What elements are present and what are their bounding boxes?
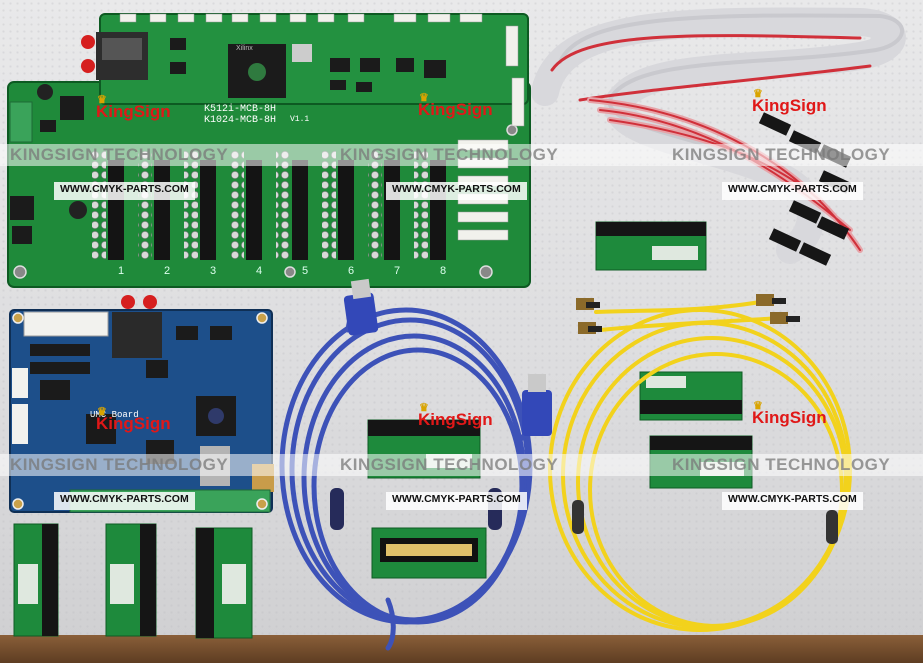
slot-number: 1 <box>118 265 125 277</box>
board-version: V1.1 <box>290 115 310 124</box>
watermark-brand: KINGSIGN TECHNOLOGY <box>340 455 559 474</box>
watermark-brand: KINGSIGN TECHNOLOGY <box>10 145 229 164</box>
watermark-url: WWW.CMYK-PARTS.COM <box>722 492 863 510</box>
watermark-url: WWW.CMYK-PARTS.COM <box>722 182 863 200</box>
kingsign-logo: ♛KingSign <box>96 94 171 121</box>
slot-number: 2 <box>164 265 171 277</box>
kingsign-logo: ♛KingSign <box>418 92 493 119</box>
slot-number: 4 <box>256 265 263 277</box>
main-green-board: Xilinx <box>7 13 531 288</box>
watermark-url: WWW.CMYK-PARTS.COM <box>386 182 527 200</box>
slot-number: 3 <box>210 265 217 277</box>
kingsign-logo: ♛KingSign <box>752 88 827 115</box>
usb-connectors <box>330 278 552 530</box>
watermark-brand: KINGSIGN TECHNOLOGY <box>672 455 891 474</box>
watermark-url: WWW.CMYK-PARTS.COM <box>54 492 195 510</box>
watermark-url: WWW.CMYK-PARTS.COM <box>54 182 195 200</box>
watermark-band-bottom <box>0 454 923 476</box>
wooden-table <box>0 635 923 663</box>
watermark-brand: KINGSIGN TECHNOLOGY <box>10 455 229 474</box>
watermark-url: WWW.CMYK-PARTS.COM <box>386 492 527 510</box>
board-label-k1024: K1024-MCB-8H <box>204 115 277 126</box>
slot-number: 7 <box>394 265 401 277</box>
board-label-k512i: K512i-MCB-8H <box>204 104 277 115</box>
slot-number: 8 <box>440 265 447 277</box>
fpga-chip-text: Xilinx <box>236 45 253 52</box>
kingsign-logo: ♛KingSign <box>752 400 827 427</box>
slot-number: 6 <box>348 265 355 277</box>
watermark-band-top <box>0 144 923 166</box>
watermark-brand: KINGSIGN TECHNOLOGY <box>672 145 891 164</box>
umc-board-label: UMC Board <box>90 410 139 420</box>
slot-number: 5 <box>302 265 309 277</box>
kingsign-logo: ♛KingSign <box>96 406 171 433</box>
fiber-connectors <box>572 294 838 544</box>
watermark-brand: KINGSIGN TECHNOLOGY <box>340 145 559 164</box>
kingsign-logo: ♛KingSign <box>418 402 493 429</box>
blue-umc-board <box>9 295 274 513</box>
